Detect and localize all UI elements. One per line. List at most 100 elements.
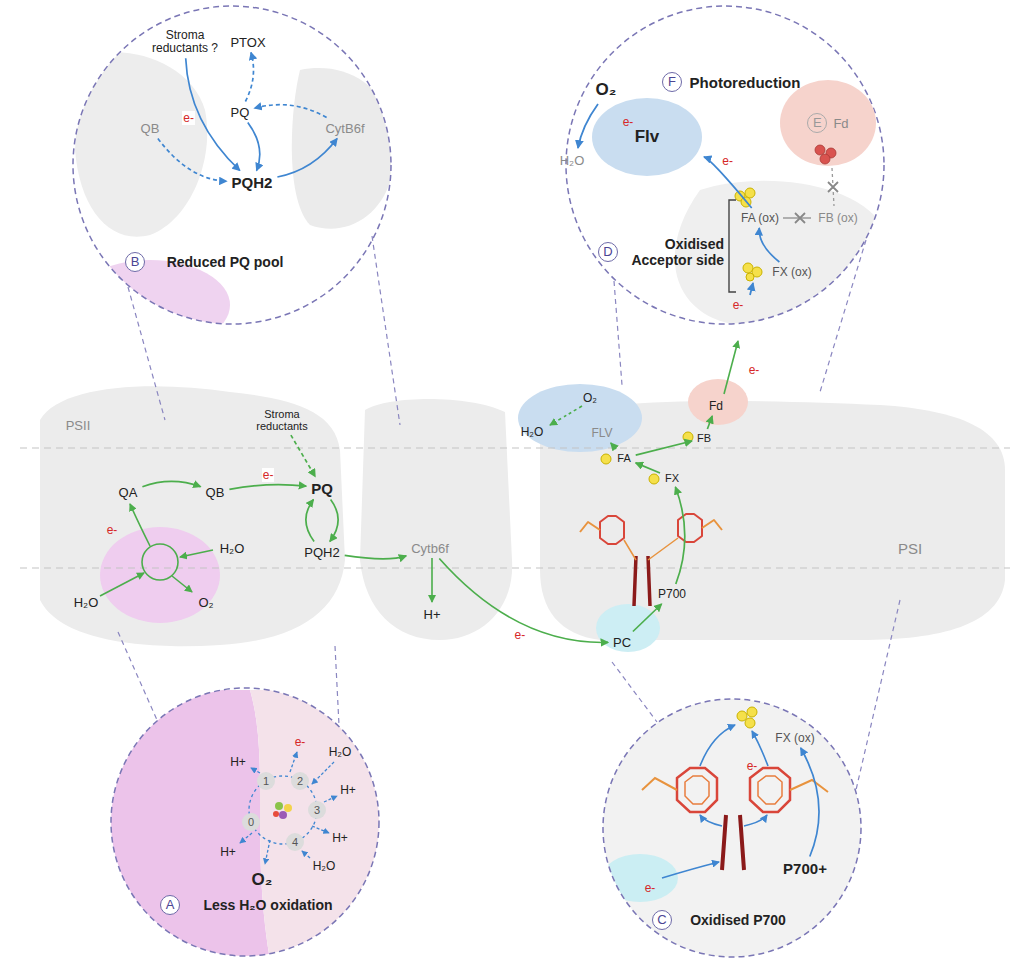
cluster-label: FB (ox) [815, 210, 860, 226]
molecule-label: PQH2 [301, 544, 342, 561]
chlorophyll [600, 516, 624, 544]
protein-surface [780, 80, 876, 166]
protein-surface [688, 379, 748, 425]
electron-label: e- [749, 363, 760, 377]
callout-number: 2 [297, 775, 303, 787]
zoom-a-illustration [290, 752, 297, 772]
iron-sulfur-cluster [820, 154, 830, 164]
node-text: QA [119, 485, 138, 500]
callout-number: 3 [314, 804, 320, 816]
chlorophyll [678, 514, 702, 542]
zoom-a-illustration [279, 811, 287, 819]
chlorophyll [624, 538, 678, 560]
zoom-d-illustration [783, 217, 811, 218]
zoom-c-illustration [737, 707, 757, 728]
electron-arrow [291, 435, 315, 476]
proton-label: H+ [340, 783, 356, 797]
dashed-circle [72, 5, 392, 325]
zoom-a-illustration [250, 690, 400, 960]
node-text: QB [206, 485, 225, 500]
zoom-b-illustration [70, 260, 230, 350]
protein-surface [40, 379, 1005, 652]
molecule-label: H₂O [521, 425, 544, 439]
molecule-label: H₂O [329, 745, 352, 759]
protein-surface [540, 401, 1005, 640]
zoom-a-illustration [100, 690, 400, 960]
electron-arrow [675, 487, 684, 584]
zoom-c-illustration [750, 768, 790, 812]
zoom-c-illustration [745, 718, 755, 728]
zoom-a-illustration [284, 804, 292, 812]
reductant-label: Stroma reductants [244, 407, 320, 433]
zoom-circle: COxidised P700P700+FX (ox) [602, 698, 862, 958]
protein-label: FLV [588, 425, 615, 441]
zoom-circle: ALess H₂O oxidation [110, 687, 380, 957]
proton-label: H+ [424, 607, 441, 622]
complex-label: Cytb6f [408, 540, 452, 557]
node-text: PQ [311, 480, 333, 497]
zoom-c-illustration [758, 776, 782, 804]
electron-arrow [707, 416, 712, 429]
molecule-label: H₂O [560, 153, 585, 168]
molecule-label: H₂O [74, 595, 99, 610]
water-splitting [142, 544, 178, 580]
node-text: P700 [658, 587, 686, 601]
zoom-d-illustration [743, 263, 753, 273]
node-text: PSI [898, 540, 922, 557]
zoom-c-illustration [600, 690, 870, 965]
electron-arrow [330, 500, 338, 542]
zoom-a-illustration [308, 801, 326, 819]
node-text: FB (ox) [818, 211, 857, 225]
iron-sulfur-cluster [601, 454, 611, 464]
electron-arrow [142, 481, 200, 486]
electron-label: e- [623, 115, 634, 129]
electron-arrow [254, 105, 326, 118]
panel-title: Reduced PQ pool [167, 254, 284, 270]
complex-label: CytB6f [322, 120, 367, 137]
zoom-d-illustration [750, 283, 753, 295]
zoom-a-illustration [275, 802, 283, 810]
molecule-label: PQ [308, 479, 336, 498]
protein-surface [100, 527, 220, 623]
zoom-c-illustration [662, 725, 768, 878]
zoom-line [372, 236, 400, 425]
zoom-a-illustration [240, 833, 252, 843]
proton-label: H+ [230, 755, 246, 769]
node-text: Fd [833, 116, 848, 131]
chlorophyll [634, 556, 650, 606]
panel-letter: B [125, 252, 145, 272]
panel-letter: C [652, 910, 672, 930]
reaction-centre: P700 [655, 586, 689, 602]
edge-label: e- [182, 111, 195, 125]
cluster-label: FX (ox) [769, 264, 814, 280]
molecule-label: O₂ [596, 80, 617, 100]
zoom-d-illustration [795, 213, 805, 223]
node-text: Cytb6f [411, 541, 449, 556]
zoom-line [614, 281, 622, 385]
iron-sulfur-cluster [649, 474, 659, 484]
zoom-circle: BReduced PQ poolStroma reductants ?PTOXQ… [72, 5, 392, 325]
zoom-c-illustration [685, 776, 709, 804]
zoom-a-illustration [265, 840, 270, 864]
reaction-centre: P700+ [780, 859, 830, 878]
protein-label: Fd [706, 398, 726, 414]
node-text: P700+ [783, 860, 827, 877]
cluster-label: FX [662, 471, 682, 485]
zoom-line [118, 632, 157, 720]
node-text: PQH2 [232, 174, 273, 191]
dashed-circle [110, 687, 380, 957]
protein-surface [596, 604, 660, 652]
proton-label: H+ [332, 831, 348, 845]
cluster-label: FB [694, 431, 714, 445]
molecule-label: PQH2 [229, 173, 276, 192]
node-text: QB [141, 121, 160, 136]
zoom-c-illustration [744, 815, 767, 826]
chlorophyll [702, 520, 722, 530]
callout-number: 4 [292, 836, 298, 848]
node-text: Flv [635, 127, 660, 147]
edge-label: e- [513, 628, 526, 642]
molecule-label: H₂O [313, 859, 336, 873]
chlorophyll [580, 514, 722, 606]
panel-title: Less H₂O oxidation [203, 897, 332, 913]
